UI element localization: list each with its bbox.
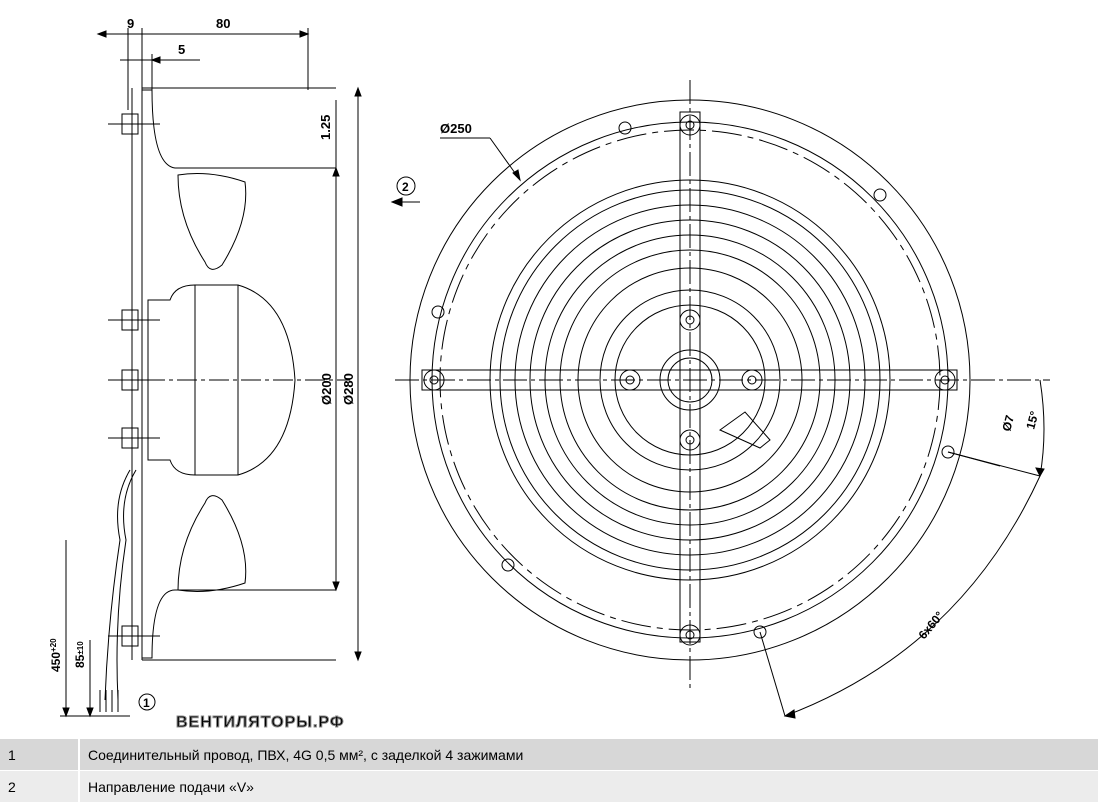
dim-d200-label: Ø200 (319, 373, 334, 405)
dim-15deg-label: 15° (1023, 409, 1041, 430)
dim-5-label: 5 (178, 42, 185, 57)
legend-row: 2 Направление подачи «V» (0, 770, 1098, 802)
legend-text: Направление подачи «V» (79, 770, 1098, 802)
callout-1: 1 (143, 696, 150, 710)
dim-450-label: 450+20 (49, 638, 63, 672)
front-view (390, 80, 1050, 719)
side-view (60, 28, 362, 718)
dim-6x60-label: 6x60° (916, 609, 947, 642)
legend-row: 1 Соединительный провод, ПВХ, 4G 0,5 мм²… (0, 738, 1098, 771)
legend-text: Соединительный провод, ПВХ, 4G 0,5 мм², … (79, 738, 1098, 771)
dim-9-label: 9 (127, 16, 134, 31)
dim-80-label: 80 (216, 16, 230, 31)
fan-dimension-drawing: 9 80 5 1.25 Ø200 Ø280 450+20 85±10 1 2 Ø… (49, 16, 1050, 732)
callout-2: 2 (402, 180, 409, 194)
dim-d7-label: Ø7 (999, 413, 1017, 432)
dim-1-25-label: 1.25 (318, 115, 333, 140)
legend-table: 1 Соединительный провод, ПВХ, 4G 0,5 мм²… (0, 738, 1098, 802)
dim-d250-label: Ø250 (440, 121, 472, 136)
legend-number: 2 (0, 770, 80, 802)
legend-number: 1 (0, 738, 80, 771)
dim-85-label: 85±10 (73, 641, 87, 668)
watermark: ВЕНТИЛЯТОРЫ.РФ (176, 714, 345, 731)
dim-d280-label: Ø280 (341, 373, 356, 405)
